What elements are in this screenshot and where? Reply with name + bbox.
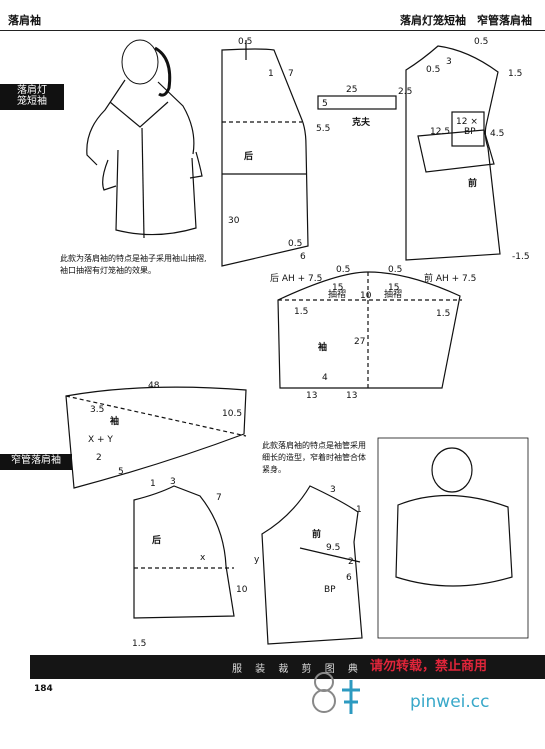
num: 3.5: [90, 405, 104, 415]
num: 7: [288, 69, 294, 79]
narrow-front-bodice: [261, 485, 363, 645]
num: 7: [216, 493, 222, 503]
num: 1.5: [436, 309, 450, 319]
num: y: [254, 555, 260, 565]
section-tab-lantern: 落肩灯 笼短袖: [0, 84, 64, 110]
num: 1.5: [508, 69, 522, 79]
num: 0.5: [426, 65, 440, 75]
label-sleeve-top: 袖: [317, 341, 327, 353]
num: 3: [330, 485, 336, 495]
label-front-bottom: 前: [312, 528, 321, 540]
num: 12.5: [430, 127, 450, 137]
num: 15: [388, 283, 399, 293]
num: 13: [306, 391, 317, 401]
num: 1.5: [132, 639, 146, 649]
num: x: [200, 553, 206, 563]
label-gather-right: 抽褶: [384, 288, 402, 300]
footer-band-text: 服 装 裁 剪 图 典: [232, 664, 363, 675]
label-gather-left: 抽褶: [328, 288, 346, 300]
num: 6: [346, 573, 352, 583]
label-back-top: 后: [244, 150, 253, 162]
label-sleeve-narrow: 袖: [109, 415, 119, 427]
num: 1: [356, 505, 362, 515]
page-number: 184: [34, 684, 53, 694]
num: 2.5: [398, 87, 412, 97]
footer-band: [30, 655, 545, 679]
num: 0.5: [388, 265, 402, 275]
num: 48: [148, 381, 160, 391]
front-bodice: [405, 45, 501, 261]
num: 6: [300, 252, 306, 262]
brand-logo-icon: [312, 672, 360, 714]
pattern-labels: 后 前 克夫 袖 袖 后 前 BP BP 12 × 抽褶 抽褶 后 AH + 7…: [88, 37, 530, 649]
label-cuff: 克夫: [352, 116, 371, 128]
num: 9.5: [326, 543, 340, 553]
num: 13: [346, 391, 357, 401]
lantern-sleeve: [277, 271, 462, 390]
num: 0.5: [288, 239, 302, 249]
num: 0.5: [474, 37, 488, 47]
num: 4.5: [490, 129, 504, 139]
label-back-bottom: 后: [152, 534, 161, 546]
num: 5.5: [316, 124, 330, 134]
header-right-title: 落肩灯笼短袖 窄管落肩袖: [400, 14, 532, 27]
header-left-title: 落肩袖: [8, 14, 41, 27]
num: 10: [360, 291, 372, 301]
num: 25: [346, 85, 357, 95]
num: 30: [228, 216, 240, 226]
header-rule: [0, 30, 545, 31]
label-bp-bottom: BP: [324, 585, 336, 595]
caption-narrow: 此款落肩袖的特点是袖管采用细长的造型，窄着时袖管合体紧身。: [262, 441, 366, 474]
num: 1.5: [294, 307, 308, 317]
label-bp-width: 12 ×: [456, 117, 478, 127]
num: 1: [150, 479, 156, 489]
label-front-ah: 前 AH + 7.5: [424, 272, 476, 284]
num: 0.5: [336, 265, 350, 275]
fashion-illustration-bottom: [377, 437, 529, 639]
num: 5: [322, 99, 328, 109]
num: 3: [446, 57, 452, 67]
num: 5: [118, 467, 124, 477]
fashion-illustration-top: [86, 39, 203, 239]
section-tab-narrow: 窄管落肩袖: [0, 454, 72, 470]
label-xy: X + Y: [88, 435, 113, 445]
label-front-top: 前: [468, 177, 477, 189]
back-bodice: [221, 40, 309, 267]
num: 10: [236, 585, 248, 595]
label-half: 2: [96, 453, 102, 463]
narrow-sleeve: [65, 386, 247, 489]
num: 2: [348, 557, 354, 567]
site-url: pinwei.cc: [410, 692, 490, 712]
caption-lantern: 此款为落肩袖的特点是袖子采用袖山抽褶,袖口抽褶有灯笼袖的效果。: [60, 254, 207, 275]
num: 0.5: [238, 37, 252, 47]
num: 4: [322, 373, 328, 383]
num: -1.5: [512, 252, 530, 262]
num: 3: [170, 477, 176, 487]
num: 10.5: [222, 409, 242, 419]
watermark-text: 请勿转载，禁止商用: [370, 659, 488, 674]
num: 27: [354, 337, 365, 347]
narrow-back-bodice: [133, 485, 235, 619]
cuff-piece: [317, 95, 397, 110]
label-bp-top: BP: [464, 127, 476, 137]
num: 1: [268, 69, 274, 79]
label-back-ah: 后 AH + 7.5: [270, 273, 322, 284]
num: 15: [332, 283, 343, 293]
